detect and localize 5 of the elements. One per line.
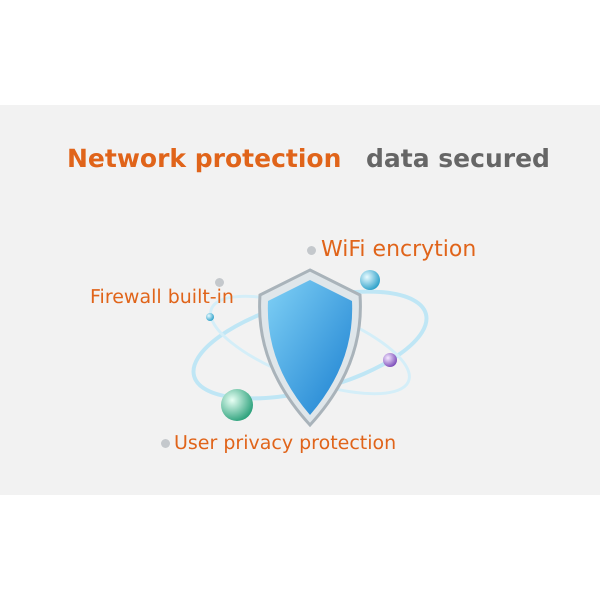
heading: Network protection — [67, 144, 342, 173]
feature-label: WiFi encrytion — [321, 237, 476, 262]
subheading: data secured — [366, 144, 550, 173]
feature-label: Firewall built-in — [90, 286, 234, 308]
feature-label: User privacy protection — [174, 432, 396, 454]
